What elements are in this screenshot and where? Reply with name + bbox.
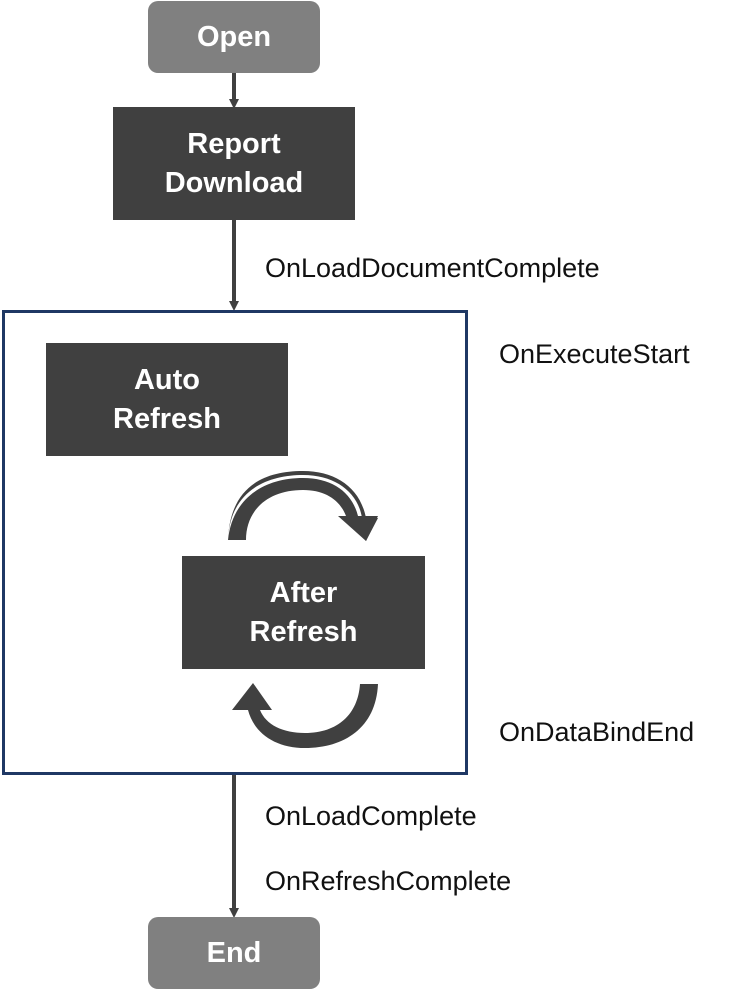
curved-arrow-upper-body: [228, 478, 358, 540]
event-on-load-complete: OnLoadComplete: [265, 801, 477, 831]
end-node-label: End: [206, 936, 262, 969]
event-on-load-document-complete: OnLoadDocumentComplete: [265, 253, 600, 283]
end-node: End: [148, 917, 320, 989]
curved-arrow-lower-body: [248, 684, 378, 748]
event-on-execute-start: OnExecuteStart: [499, 339, 690, 369]
refresh-group-box: [2, 310, 468, 775]
event-on-data-bind-end: OnDataBindEnd: [499, 717, 695, 747]
report-download-node-label: Report Download: [164, 127, 304, 199]
report-download-node: Report Download: [113, 107, 355, 220]
auto-refresh-node-label: Auto Refresh: [113, 363, 221, 435]
after-refresh-node-label: After Refresh: [249, 576, 358, 648]
open-node: Open: [148, 1, 320, 73]
open-node-label: Open: [196, 20, 272, 53]
curved-arrow-lower-head: [232, 683, 272, 710]
curved-arrow-upper-head: [338, 516, 378, 541]
event-on-refresh-complete: OnRefreshComplete: [265, 866, 512, 896]
auto-refresh-node: Auto Refresh: [46, 343, 288, 456]
after-refresh-node: After Refresh: [182, 556, 425, 669]
